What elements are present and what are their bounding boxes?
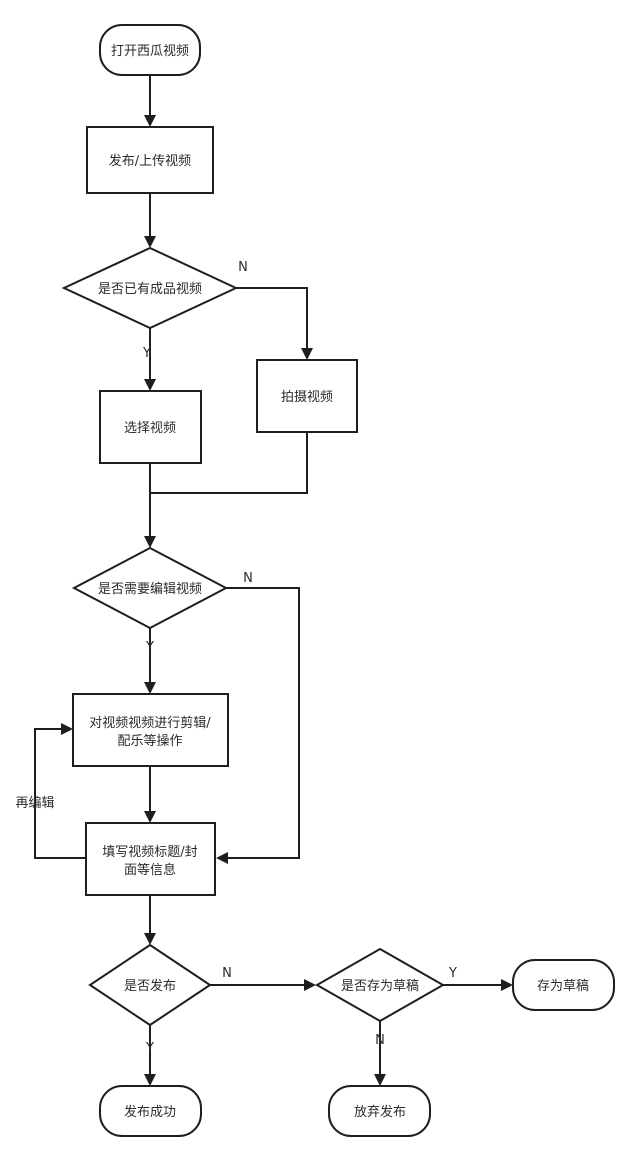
connectors bbox=[34, 76, 513, 1086]
process-shape bbox=[99, 390, 202, 464]
arrowhead bbox=[144, 236, 156, 248]
node-open-label: 打开西瓜视频 bbox=[111, 44, 189, 59]
node-edit-label-line2: 配乐等操作 bbox=[117, 733, 182, 749]
arrowhead bbox=[144, 1074, 156, 1086]
node-abandon: 放弃发布 bbox=[328, 1085, 431, 1137]
node-save-draft-label: 存为草稿 bbox=[537, 978, 589, 994]
arrowhead bbox=[144, 379, 156, 391]
edge-label-need-edit-yes: Y bbox=[145, 640, 154, 655]
node-select-label: 选择视频 bbox=[124, 421, 176, 436]
terminator-shape bbox=[99, 24, 201, 76]
node-publish-decision: 是否发布 bbox=[88, 943, 212, 1027]
node-save-draft-decision-label: 是否存为草稿 bbox=[341, 978, 419, 994]
node-publish-upload-label: 发布/上传视频 bbox=[109, 153, 191, 169]
decision-shape bbox=[71, 546, 229, 630]
node-edit: 对视频视频进行剪辑/ 配乐等操作 bbox=[72, 693, 229, 767]
edge-re-edit-loop bbox=[34, 728, 86, 859]
arrowhead bbox=[501, 979, 513, 991]
arrowhead bbox=[61, 723, 73, 735]
node-publish-upload: 发布/上传视频 bbox=[86, 126, 214, 194]
node-publish-ok-label: 发布成功 bbox=[124, 1104, 176, 1120]
node-edit-label-line1: 对视频视频进行剪辑/ bbox=[89, 715, 211, 731]
node-publish-ok: 发布成功 bbox=[99, 1085, 202, 1137]
node-fill-info-label-line2: 面等信息 bbox=[124, 862, 176, 878]
decision-shape bbox=[88, 943, 212, 1027]
arrowhead bbox=[374, 1074, 386, 1086]
edge-label-draft-no: N bbox=[375, 1033, 385, 1048]
arrowhead bbox=[216, 852, 228, 864]
process-shape bbox=[72, 693, 229, 767]
node-abandon-label: 放弃发布 bbox=[354, 1104, 406, 1120]
edge-labels: N Y N Y 再编辑 N Y Y N bbox=[15, 260, 457, 1056]
node-select: 选择视频 bbox=[99, 390, 202, 464]
node-fill-info-label-line1: 填写视频标题/封 bbox=[102, 845, 197, 860]
edge-label-publish-no: N bbox=[222, 966, 232, 981]
edge-no-to-fill bbox=[226, 587, 300, 859]
edge-label-need-edit-no: N bbox=[243, 571, 253, 586]
edge-label-has-video-yes: Y bbox=[142, 346, 151, 361]
terminator-shape bbox=[328, 1085, 431, 1137]
decision-shape bbox=[61, 246, 239, 330]
arrowhead bbox=[144, 682, 156, 694]
edge-label-draft-yes: Y bbox=[448, 966, 457, 981]
terminator-shape bbox=[99, 1085, 202, 1137]
edge-shoot-to-merge bbox=[150, 433, 308, 494]
edge-label-re-edit: 再编辑 bbox=[15, 796, 54, 811]
arrowhead bbox=[144, 115, 156, 127]
process-shape bbox=[86, 126, 214, 194]
node-need-edit-decision: 是否需要编辑视频 bbox=[71, 546, 229, 630]
edge-label-has-video-no: N bbox=[238, 260, 248, 275]
arrowhead bbox=[301, 348, 313, 360]
arrowhead bbox=[144, 536, 156, 548]
edge-no-to-shoot bbox=[236, 287, 308, 349]
node-save-draft: 存为草稿 bbox=[512, 959, 615, 1011]
decision-shape bbox=[314, 947, 446, 1023]
edge-label-publish-yes: Y bbox=[145, 1041, 154, 1056]
arrowhead bbox=[304, 979, 316, 991]
node-shoot: 拍摄视频 bbox=[256, 359, 358, 433]
node-save-draft-decision: 是否存为草稿 bbox=[314, 947, 446, 1023]
arrowhead bbox=[144, 933, 156, 945]
process-shape bbox=[256, 359, 358, 433]
node-need-edit-label: 是否需要编辑视频 bbox=[98, 582, 202, 597]
node-has-video-decision: 是否已有成品视频 bbox=[61, 246, 239, 330]
node-fill-info: 填写视频标题/封 面等信息 bbox=[85, 822, 216, 896]
node-shoot-label: 拍摄视频 bbox=[281, 390, 333, 405]
terminator-shape bbox=[512, 959, 615, 1011]
node-open: 打开西瓜视频 bbox=[99, 24, 201, 76]
node-publish-decision-label: 是否发布 bbox=[124, 978, 176, 994]
node-has-video-label: 是否已有成品视频 bbox=[98, 282, 202, 297]
arrowhead bbox=[144, 811, 156, 823]
process-shape bbox=[85, 822, 216, 896]
